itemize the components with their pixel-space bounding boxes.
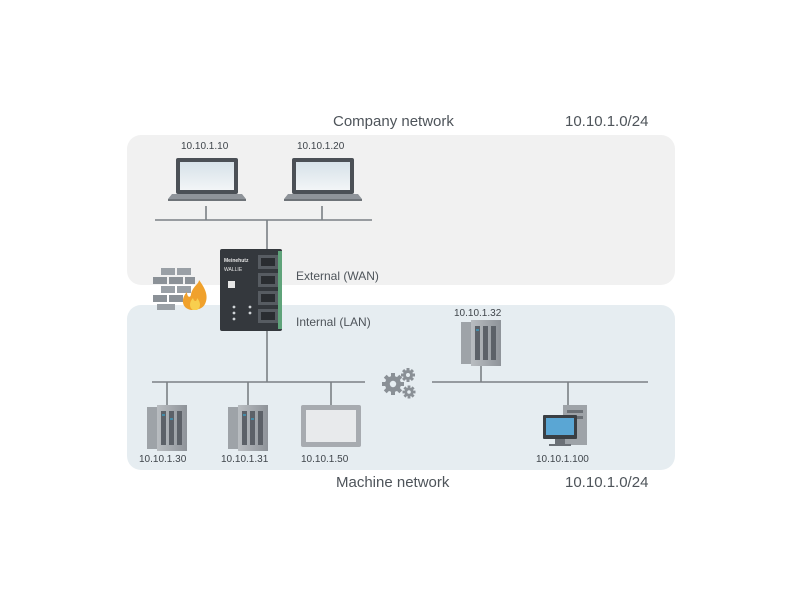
laptop-icon [168, 158, 246, 201]
hmi-panel-icon [301, 405, 361, 447]
company-network-subnet: 10.10.1.0/24 [565, 113, 649, 130]
plc-icon [147, 405, 187, 451]
device-ip-label: 10.10.1.100 [536, 454, 589, 465]
company-network-title: Company network [333, 113, 454, 130]
plc-icon [461, 320, 501, 366]
gears-icon [382, 368, 416, 399]
router-device [220, 249, 282, 331]
machine-network-title: Machine network [336, 474, 450, 491]
internal-lan-label: Internal (LAN) [296, 315, 371, 329]
workstation-icon [543, 405, 587, 446]
device-ip-label: 10.10.1.30 [139, 454, 187, 465]
device-ip-label: 10.10.1.31 [221, 454, 269, 465]
device-ip-label: 10.10.1.10 [181, 141, 229, 152]
firewall-icon [153, 268, 207, 310]
router-model: WALLIE [224, 267, 243, 273]
device-ip-label: 10.10.1.50 [301, 454, 349, 465]
external-wan-label: External (WAN) [296, 269, 379, 283]
router-brand: Meinehutz [224, 258, 249, 264]
laptop-icon [284, 158, 362, 201]
plc-icon [228, 405, 268, 451]
device-ip-label: 10.10.1.20 [297, 141, 345, 152]
device-ip-label: 10.10.1.32 [454, 308, 502, 319]
machine-network-subnet: 10.10.1.0/24 [565, 474, 649, 491]
machine-bus [152, 330, 648, 405]
company-bus [155, 206, 372, 250]
